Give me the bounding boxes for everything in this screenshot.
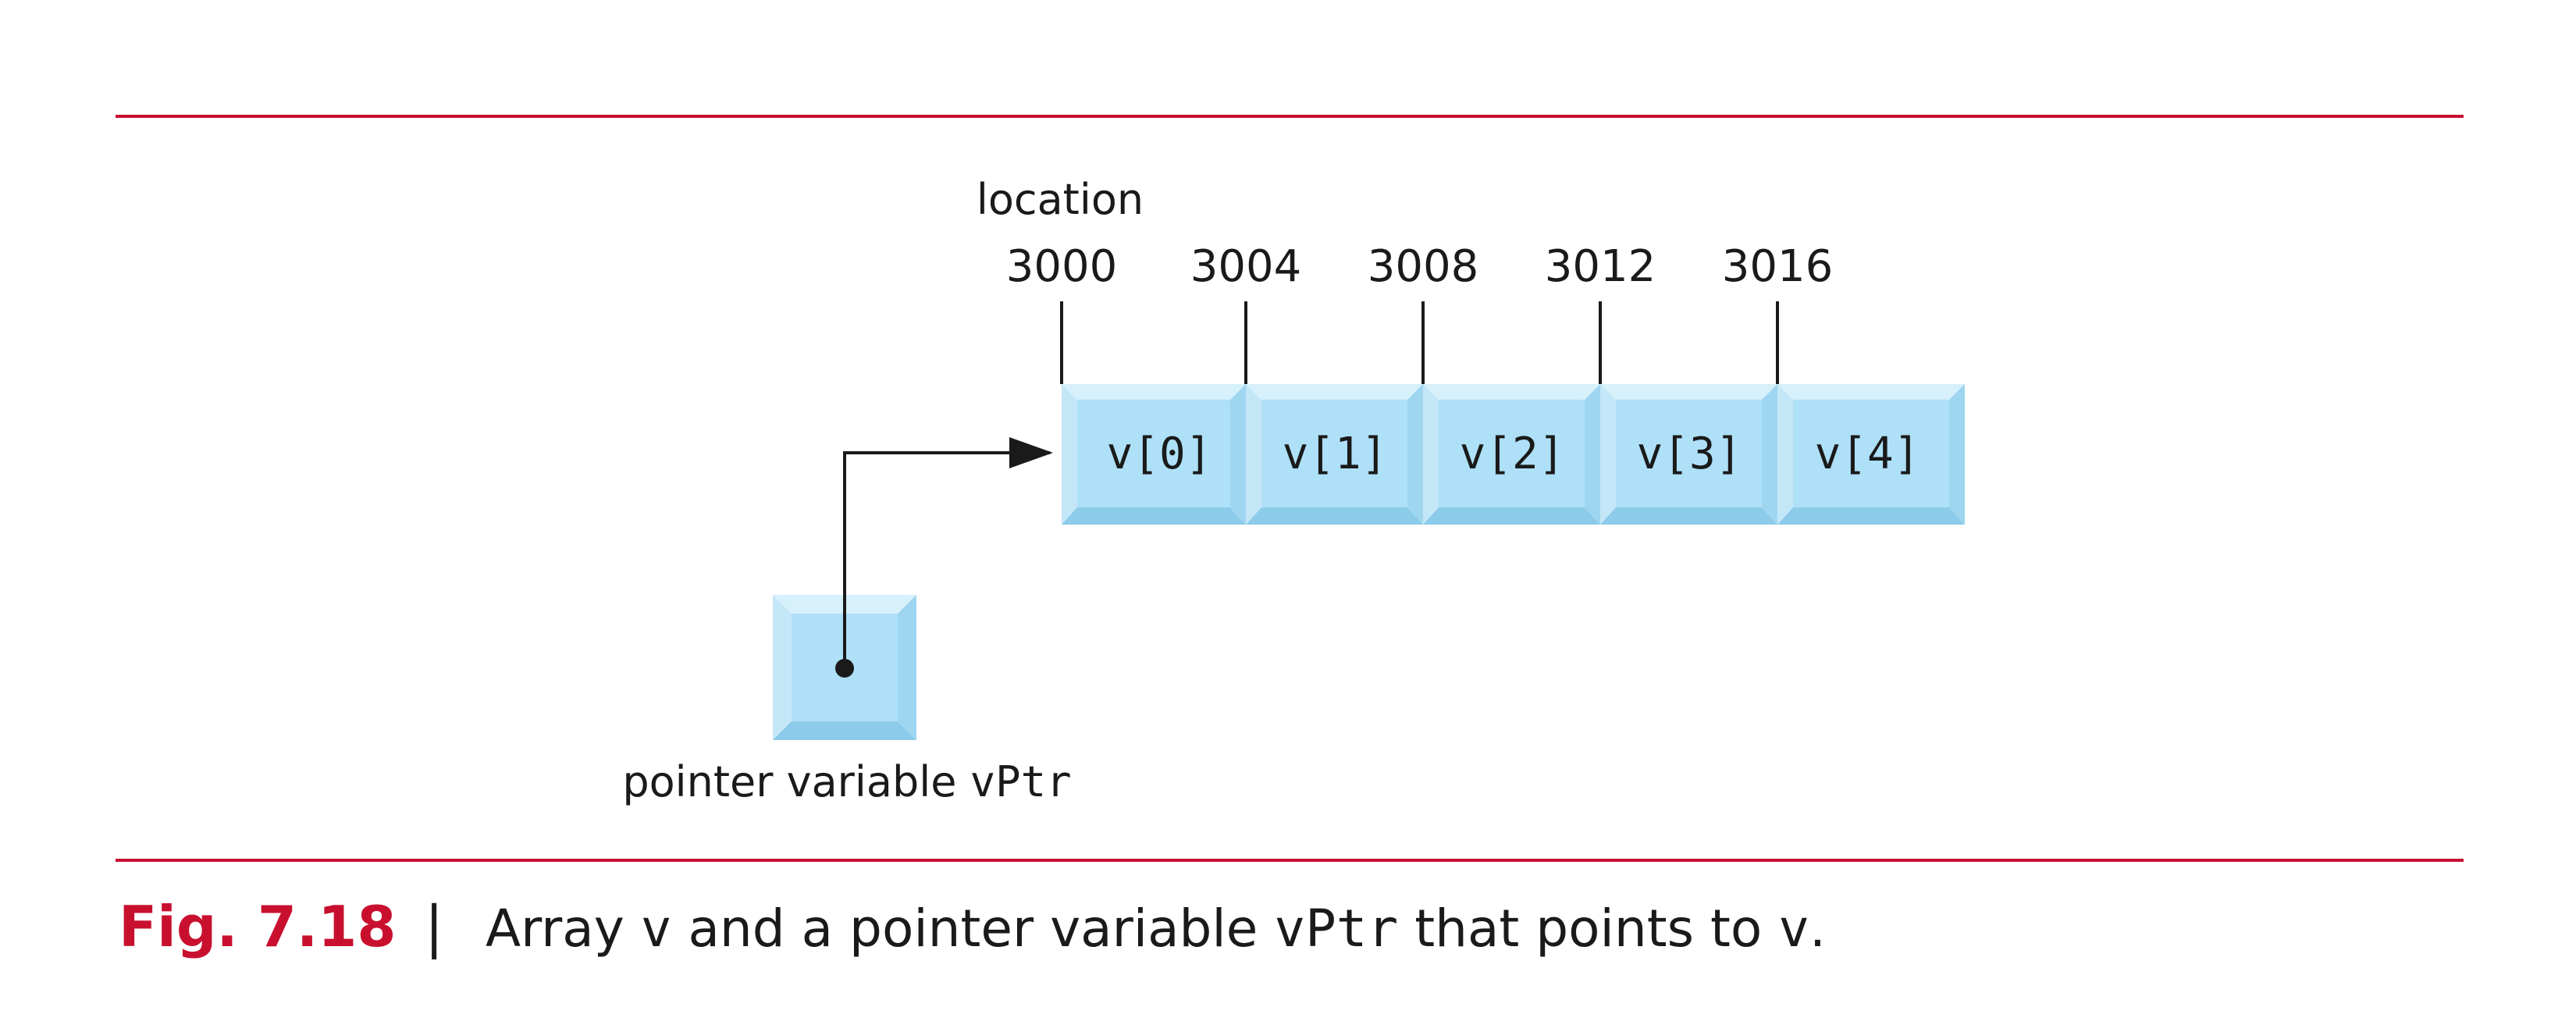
cell-label: v[3] xyxy=(1637,429,1742,479)
address-label: 3016 xyxy=(1722,241,1834,292)
address-label: 3012 xyxy=(1545,241,1656,292)
caption-part: Array xyxy=(486,899,641,959)
figure-number: Fig. 7.18 xyxy=(119,894,396,959)
address-ticks xyxy=(1060,301,1779,384)
caption-code: v xyxy=(641,899,672,959)
caption-code: vPtr xyxy=(1274,899,1398,959)
pointer-arrow xyxy=(843,437,1053,668)
address-label: 3008 xyxy=(1368,241,1479,292)
caption-part: and a pointer variable xyxy=(672,899,1275,959)
cell-label: v[1] xyxy=(1283,429,1388,479)
caption-part: . xyxy=(1809,899,1826,959)
figure-caption: Fig. 7.18 | Array v and a pointer variab… xyxy=(119,894,1826,960)
address-label: 3004 xyxy=(1190,241,1302,292)
caption-separator: | xyxy=(425,894,443,960)
array-cells xyxy=(1062,384,1965,525)
pointer-label-prefix: pointer variable xyxy=(622,757,970,806)
address-label: 3000 xyxy=(1006,241,1118,292)
array-cell xyxy=(1062,384,1246,525)
caption-text: Array v and a pointer variable vPtr that… xyxy=(486,899,1826,959)
pointer-variable-label: pointer variable vPtr xyxy=(622,757,1071,806)
cell-label: v[0] xyxy=(1107,429,1212,479)
pointer-dot xyxy=(835,659,854,678)
pointer-label-code: vPtr xyxy=(970,757,1072,806)
address-labels: 3000 3004 3008 3012 3016 xyxy=(1006,241,1834,292)
caption-code: v xyxy=(1778,899,1809,959)
array-cell xyxy=(1777,384,1965,525)
cell-label: v[2] xyxy=(1460,429,1565,479)
cell-label: v[4] xyxy=(1815,429,1920,479)
array-cell xyxy=(1423,384,1600,525)
cell-labels: v[0] v[1] v[2] v[3] v[4] xyxy=(1107,429,1920,479)
array-cell xyxy=(1246,384,1423,525)
location-label: location xyxy=(977,175,1144,224)
caption-part: that points to xyxy=(1398,899,1778,959)
array-cell xyxy=(1600,384,1777,525)
